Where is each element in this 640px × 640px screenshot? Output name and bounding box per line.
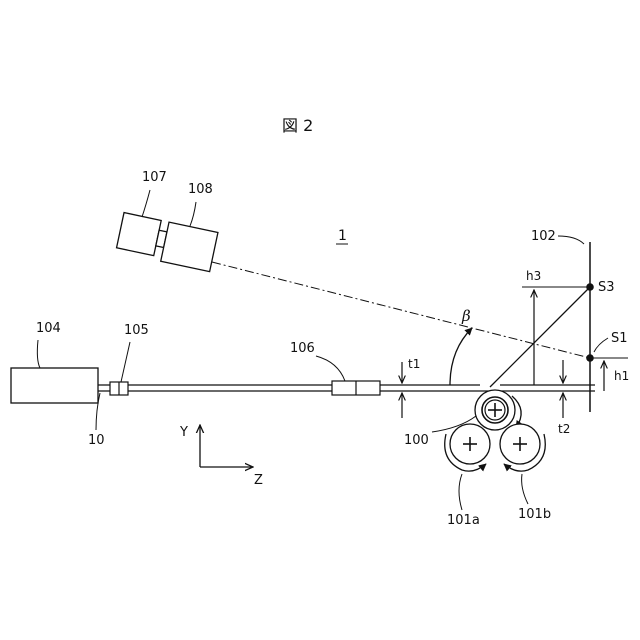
label-108: 108 (188, 182, 213, 197)
leader-107 (142, 190, 150, 217)
roller-101b (500, 424, 540, 464)
roller-101a (450, 424, 490, 464)
axis-z-label: Z (254, 473, 263, 488)
label-h1: h1 (614, 369, 629, 383)
reflection-line (490, 287, 590, 387)
leader-s1 (594, 338, 608, 352)
camera-assembly (116, 213, 218, 272)
label-106: 106 (290, 341, 315, 356)
clamp-106 (332, 381, 380, 395)
leader-105 (121, 342, 130, 382)
leader-101b (522, 474, 528, 504)
label-101b: 101b (518, 507, 551, 522)
device-104-box (11, 368, 98, 403)
label-102: 102 (531, 229, 556, 244)
label-101a: 101a (447, 513, 480, 528)
axis-y-label: Y (179, 425, 188, 440)
label-105: 105 (124, 323, 149, 338)
label-100: 100 (404, 433, 429, 448)
label-s3: S3 (598, 280, 615, 295)
leader-108 (190, 202, 196, 226)
label-t1: t1 (408, 357, 420, 371)
leader-102 (558, 236, 584, 244)
label-10: 10 (88, 433, 105, 448)
label-h3: h3 (526, 269, 541, 283)
label-104: 104 (36, 321, 61, 336)
assembly-label: 1 (338, 228, 347, 244)
leader-104 (37, 340, 40, 368)
label-t2: t2 (558, 422, 570, 436)
label-107: 107 (142, 170, 167, 185)
figure-title: 図 2 (282, 116, 313, 135)
camera-108 (161, 222, 218, 272)
beta-angle-arc (450, 328, 472, 385)
label-beta: β (461, 307, 471, 325)
leader-106 (316, 356, 345, 381)
label-s1: S1 (611, 331, 628, 346)
light-source-107 (117, 213, 162, 256)
leader-101a (459, 474, 462, 510)
clamp-105 (110, 382, 128, 395)
roller-100 (475, 390, 515, 430)
